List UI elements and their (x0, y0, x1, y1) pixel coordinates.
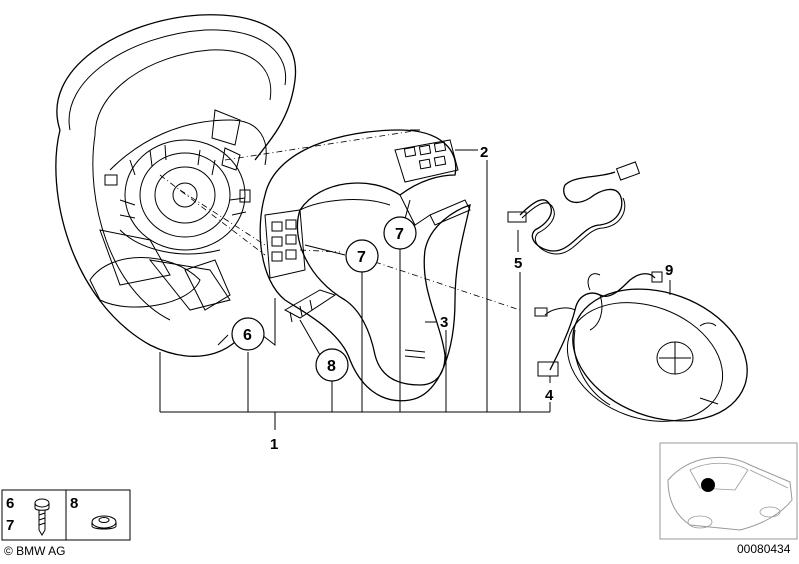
side-bracket (429, 199, 471, 226)
callout-2: 2 (480, 144, 488, 161)
callout-8: 8 (327, 358, 336, 375)
mounting-bracket (283, 289, 337, 323)
callout-3: 3 (440, 314, 448, 331)
callout-6-circle: 6 (231, 317, 265, 351)
screw-icon (34, 498, 50, 536)
location-marker (701, 478, 715, 492)
steering-wheel (55, 14, 297, 357)
legend-num-7: 7 (6, 517, 14, 534)
callout-7b: 7 (395, 226, 404, 243)
mf-switch-left (264, 209, 306, 279)
callout-7a: 7 (357, 249, 366, 266)
copyright-text: © BMW AG (4, 544, 66, 558)
callout-6: 6 (243, 327, 252, 344)
callout-4: 4 (545, 387, 554, 404)
callout-8-circle: 8 (315, 348, 349, 382)
mf-switch-right (394, 139, 459, 183)
nut-icon (91, 515, 117, 530)
callout-1: 1 (270, 436, 278, 453)
wiring-harness (507, 161, 641, 255)
callout-leaders (159, 149, 671, 430)
diagram-number: 00080434 (737, 542, 791, 556)
callout-9: 9 (665, 262, 673, 279)
airbag-harness (534, 271, 663, 377)
callout-7b-circle: 7 (383, 216, 417, 250)
leader-lines (159, 129, 521, 311)
legend-num-8: 8 (70, 495, 78, 512)
callout-7a-circle: 7 (345, 239, 379, 273)
car-location-thumbnail (659, 442, 798, 540)
legend-num-6: 6 (6, 495, 14, 512)
legend-box: 6 7 8 (1, 489, 131, 541)
airbag-module (566, 288, 748, 422)
steering-wheel-trim-cover (259, 129, 471, 402)
callout-5: 5 (514, 255, 522, 272)
